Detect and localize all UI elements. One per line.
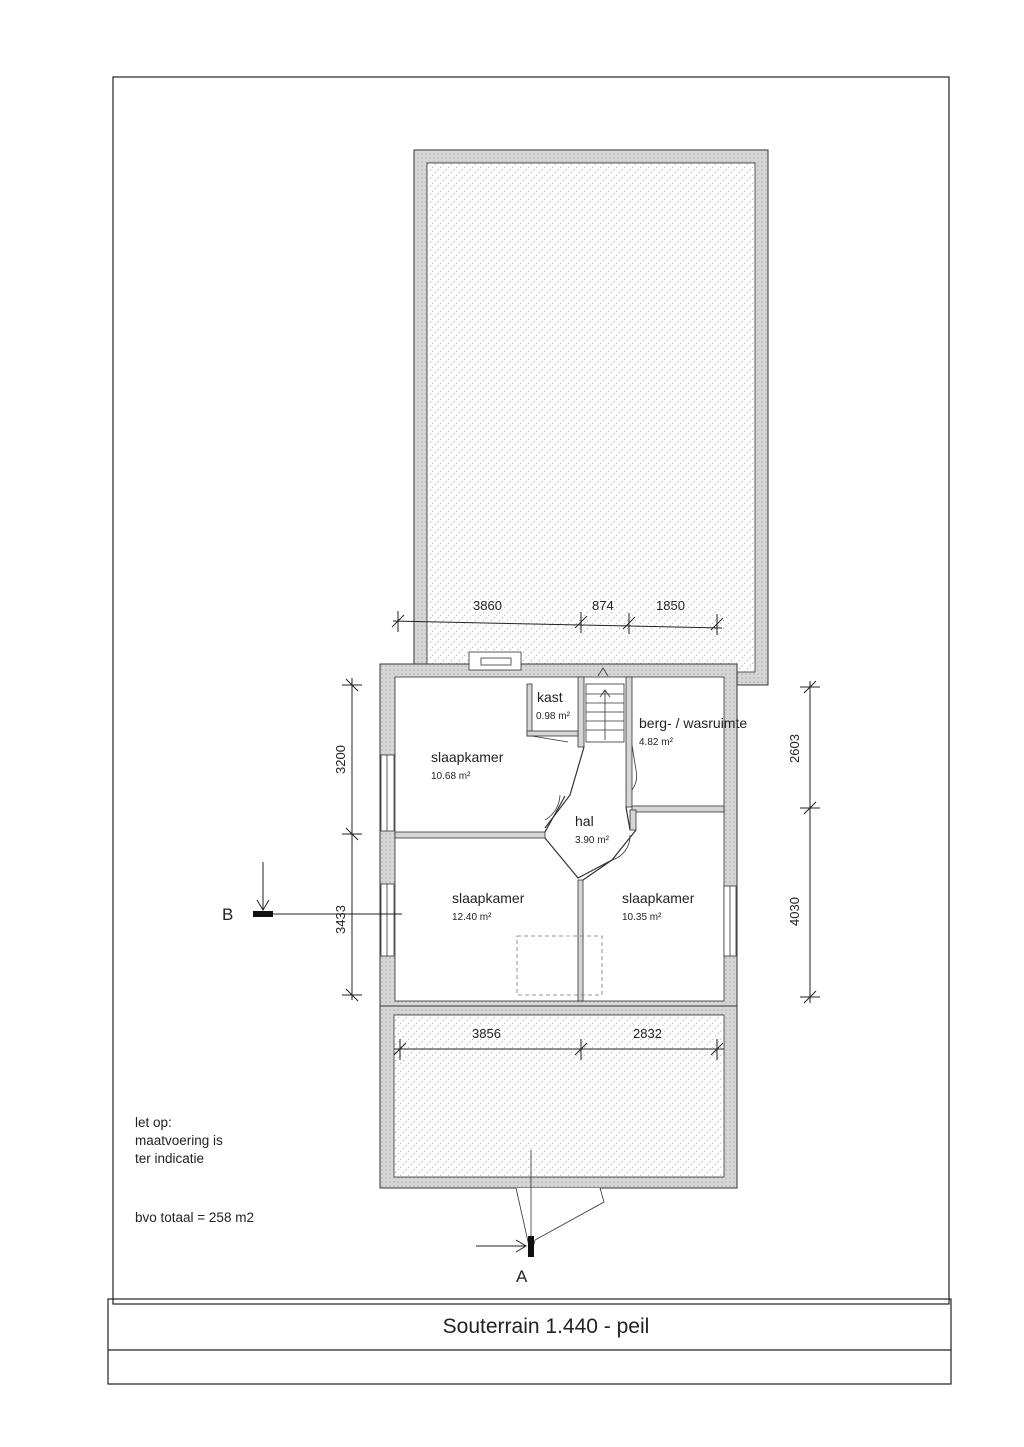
room-berg-name: berg- / wasruimte [639, 715, 747, 731]
door-swings [531, 735, 637, 861]
title-block [107, 1298, 952, 1385]
section-a-marker [528, 1236, 534, 1257]
dim-right-2: 4030 [787, 897, 802, 926]
dimension-lines [256, 611, 820, 1253]
dim-top-2: 874 [592, 598, 614, 613]
sheet-border [112, 76, 950, 1305]
room-slaapkamer-1-area: 10.68 m² [431, 771, 471, 782]
note-line-3: ter indicatie [135, 1151, 204, 1166]
dim-right-1: 2603 [787, 734, 802, 763]
dim-bottom-2: 2832 [633, 1026, 662, 1041]
dim-top-1: 3860 [473, 598, 502, 613]
dim-left-2: 3433 [333, 905, 348, 934]
room-slaapkamer-1-name: slaapkamer [431, 749, 504, 765]
room-hal-area: 3.90 m² [575, 835, 610, 846]
section-b-marker [253, 911, 273, 917]
staircase [585, 667, 625, 743]
section-b-label: B [222, 905, 233, 924]
drawing-title: Souterrain 1.440 - peil [443, 1315, 650, 1338]
room-kast-area: 0.98 m² [536, 711, 571, 722]
dashed-outline [516, 935, 603, 996]
room-slaapkamer-2-area: 12.40 m² [452, 912, 492, 923]
dim-bottom-1: 3856 [472, 1026, 501, 1041]
windows [380, 754, 737, 957]
lower-hatched-area [379, 1005, 738, 1256]
note-line-1: let op: [135, 1115, 172, 1130]
note-line-2: maatvoering is [135, 1133, 223, 1148]
room-slaapkamer-3-area: 10.35 m² [622, 912, 662, 923]
room-hal-name: hal [575, 813, 594, 829]
section-a-label: A [516, 1267, 528, 1286]
dim-left-1: 3200 [333, 745, 348, 774]
upper-hatched-area [413, 149, 769, 686]
dim-top-3: 1850 [656, 598, 685, 613]
interior-walls [394, 676, 725, 1002]
note-bvo: bvo totaal = 258 m2 [135, 1210, 254, 1225]
room-slaapkamer-2-name: slaapkamer [452, 890, 525, 906]
room-slaapkamer-3-name: slaapkamer [622, 890, 695, 906]
hall-walls [544, 746, 637, 881]
room-kast-name: kast [537, 689, 563, 705]
room-berg-area: 4.82 m² [639, 737, 674, 748]
